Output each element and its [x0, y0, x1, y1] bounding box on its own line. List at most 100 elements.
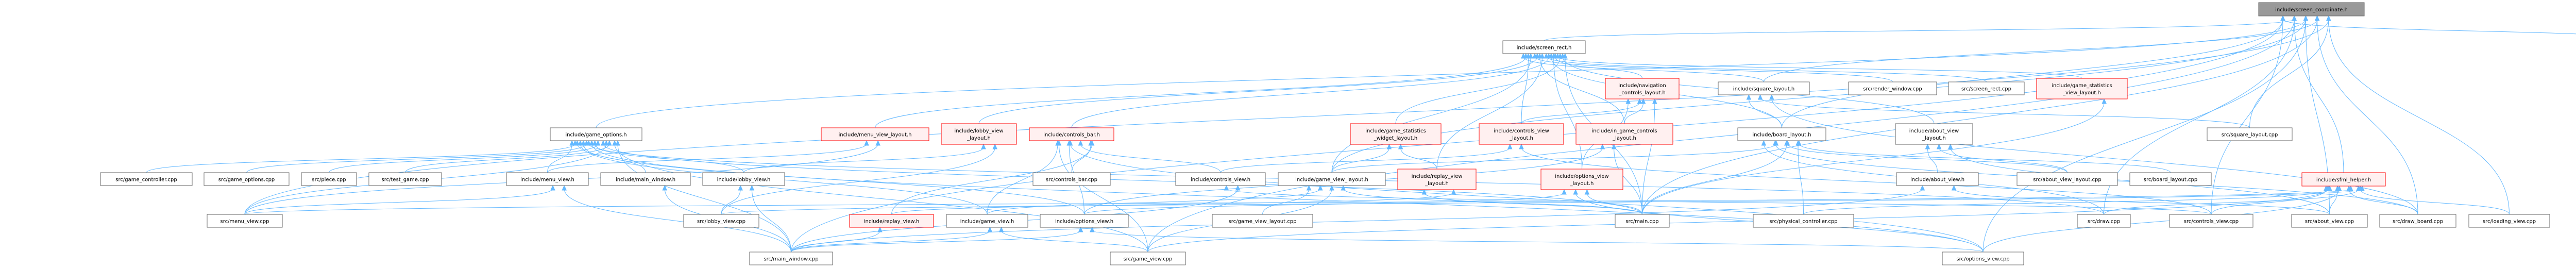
graph-node[interactable]: include/lobby_view_layout.h [941, 123, 1017, 145]
graph-node[interactable]: include/game_statistics_view_layout.h [2036, 78, 2128, 99]
graph-node[interactable]: include/replay_view.h [849, 214, 934, 228]
graph-node[interactable]: src/about_view_layout.cpp [2016, 172, 2118, 186]
graph-node[interactable]: include/in_game_controls_layout.h [1575, 123, 1673, 145]
graph-node[interactable]: src/about_view.cpp [2291, 214, 2368, 228]
graph-node[interactable]: include/options_view.h [1040, 214, 1129, 228]
node-box[interactable] [100, 172, 193, 186]
graph-node[interactable]: src/game_controller.cpp [100, 172, 193, 186]
node-box[interactable] [2301, 172, 2386, 187]
node-box[interactable] [1029, 127, 1114, 141]
node-box[interactable] [702, 172, 785, 186]
node-box[interactable] [946, 214, 1028, 228]
node-box[interactable] [368, 172, 442, 186]
graph-node[interactable]: include/sfml_helper.h [2301, 172, 2386, 187]
node-box[interactable] [1540, 169, 1623, 190]
graph-node[interactable]: include/replay_view_layout.h [1397, 169, 1477, 190]
graph-node[interactable]: include/main_window.h [600, 172, 691, 186]
node-box[interactable] [550, 127, 642, 141]
graph-node[interactable]: src/game_view_layout.cpp [1212, 214, 1313, 228]
node-box[interactable] [1278, 172, 1386, 186]
graph-node[interactable]: src/physical_controller.cpp [1753, 214, 1854, 228]
node-box[interactable] [1896, 172, 1979, 186]
graph-node[interactable]: include/menu_view_layout.h [821, 127, 929, 141]
graph-node[interactable]: src/draw.cpp [2077, 214, 2131, 228]
node-box[interactable] [2291, 214, 2368, 228]
node-box[interactable] [1737, 127, 1826, 141]
graph-node[interactable]: include/board_layout.h [1737, 127, 1826, 141]
node-box[interactable] [1032, 172, 1111, 186]
graph-node[interactable]: include/game_options.h [550, 127, 642, 141]
graph-node[interactable]: include/navigation_controls_layout.h [1605, 78, 1680, 99]
graph-node[interactable]: src/controls_view.cpp [2169, 214, 2253, 228]
node-box[interactable] [1350, 123, 1442, 145]
graph-node[interactable]: include/controls_view.h [1175, 172, 1266, 186]
graph-node[interactable]: src/screen_rect.cpp [1948, 81, 2025, 95]
node-box[interactable] [2258, 2, 2365, 16]
node-box[interactable] [2016, 172, 2118, 186]
node-box[interactable] [1212, 214, 1313, 228]
node-box[interactable] [849, 214, 934, 228]
node-box[interactable] [301, 172, 357, 186]
node-box[interactable] [941, 123, 1017, 145]
node-box[interactable] [1605, 78, 1680, 99]
node-box[interactable] [2077, 214, 2131, 228]
root-node[interactable]: include/screen_coordinate.h [2258, 2, 2365, 16]
node-box[interactable] [207, 214, 283, 228]
node-box[interactable] [749, 252, 833, 265]
node-box[interactable] [1110, 252, 1186, 265]
graph-node[interactable]: src/game_view.cpp [1110, 252, 1186, 265]
dependency-edge [246, 143, 587, 173]
graph-node[interactable]: src/test_game.cpp [368, 172, 442, 186]
graph-node[interactable]: include/square_layout.h [1718, 81, 1810, 95]
graph-node[interactable]: include/menu_view.h [506, 172, 589, 186]
graph-node[interactable]: src/main_window.cpp [749, 252, 833, 265]
node-box[interactable] [1718, 81, 1810, 95]
node-box[interactable] [2379, 214, 2456, 228]
graph-node[interactable]: include/game_view.h [946, 214, 1028, 228]
node-box[interactable] [2169, 214, 2253, 228]
graph-node[interactable]: include/game_statistics_widget_layout.h [1350, 123, 1442, 145]
node-box[interactable] [2468, 214, 2550, 228]
node-box[interactable] [2129, 172, 2212, 186]
graph-node[interactable]: include/controls_bar.h [1029, 127, 1114, 141]
graph-node[interactable]: src/render_window.cpp [1848, 81, 1937, 95]
graph-node[interactable]: src/game_options.cpp [204, 172, 290, 186]
node-box[interactable] [1948, 81, 2025, 95]
graph-node[interactable]: src/lobby_view.cpp [683, 214, 759, 228]
graph-node[interactable]: include/lobby_view.h [702, 172, 785, 186]
node-box[interactable] [1040, 214, 1129, 228]
graph-node[interactable]: include/about_view_layout.h [1895, 123, 1973, 145]
graph-node[interactable]: include/game_view_layout.h [1278, 172, 1386, 186]
graph-node[interactable]: include/about_view.h [1896, 172, 1979, 186]
graph-node[interactable]: include/screen_rect.h [1502, 40, 1586, 54]
graph-node[interactable]: src/main.cpp [1615, 214, 1670, 228]
graph-node[interactable]: src/draw_board.cpp [2379, 214, 2456, 228]
node-box[interactable] [1615, 214, 1670, 228]
node-box[interactable] [2036, 78, 2128, 99]
node-box[interactable] [204, 172, 290, 186]
node-box[interactable] [1479, 123, 1564, 145]
node-box[interactable] [506, 172, 589, 186]
graph-node[interactable]: src/piece.cpp [301, 172, 357, 186]
arrowhead-icon [1573, 189, 1578, 195]
node-box[interactable] [1397, 169, 1477, 190]
graph-node[interactable]: src/square_layout.cpp [2207, 127, 2293, 141]
node-box[interactable] [1942, 252, 2024, 265]
node-box[interactable] [2207, 127, 2293, 141]
node-box[interactable] [1753, 214, 1854, 228]
graph-node[interactable]: include/controls_view_layout.h [1479, 123, 1564, 145]
graph-node[interactable]: src/controls_bar.cpp [1032, 172, 1111, 186]
node-box[interactable] [600, 172, 691, 186]
graph-node[interactable]: src/menu_view.cpp [207, 214, 283, 228]
graph-node[interactable]: src/loading_view.cpp [2468, 214, 2550, 228]
graph-node[interactable]: src/board_layout.cpp [2129, 172, 2212, 186]
node-box[interactable] [683, 214, 759, 228]
graph-node[interactable]: include/options_view_layout.h [1540, 169, 1623, 190]
node-box[interactable] [1895, 123, 1973, 145]
node-box[interactable] [1848, 81, 1937, 95]
graph-node[interactable]: src/options_view.cpp [1942, 252, 2024, 265]
node-box[interactable] [1575, 123, 1673, 145]
node-box[interactable] [1175, 172, 1266, 186]
node-box[interactable] [1502, 40, 1586, 54]
node-box[interactable] [821, 127, 929, 141]
